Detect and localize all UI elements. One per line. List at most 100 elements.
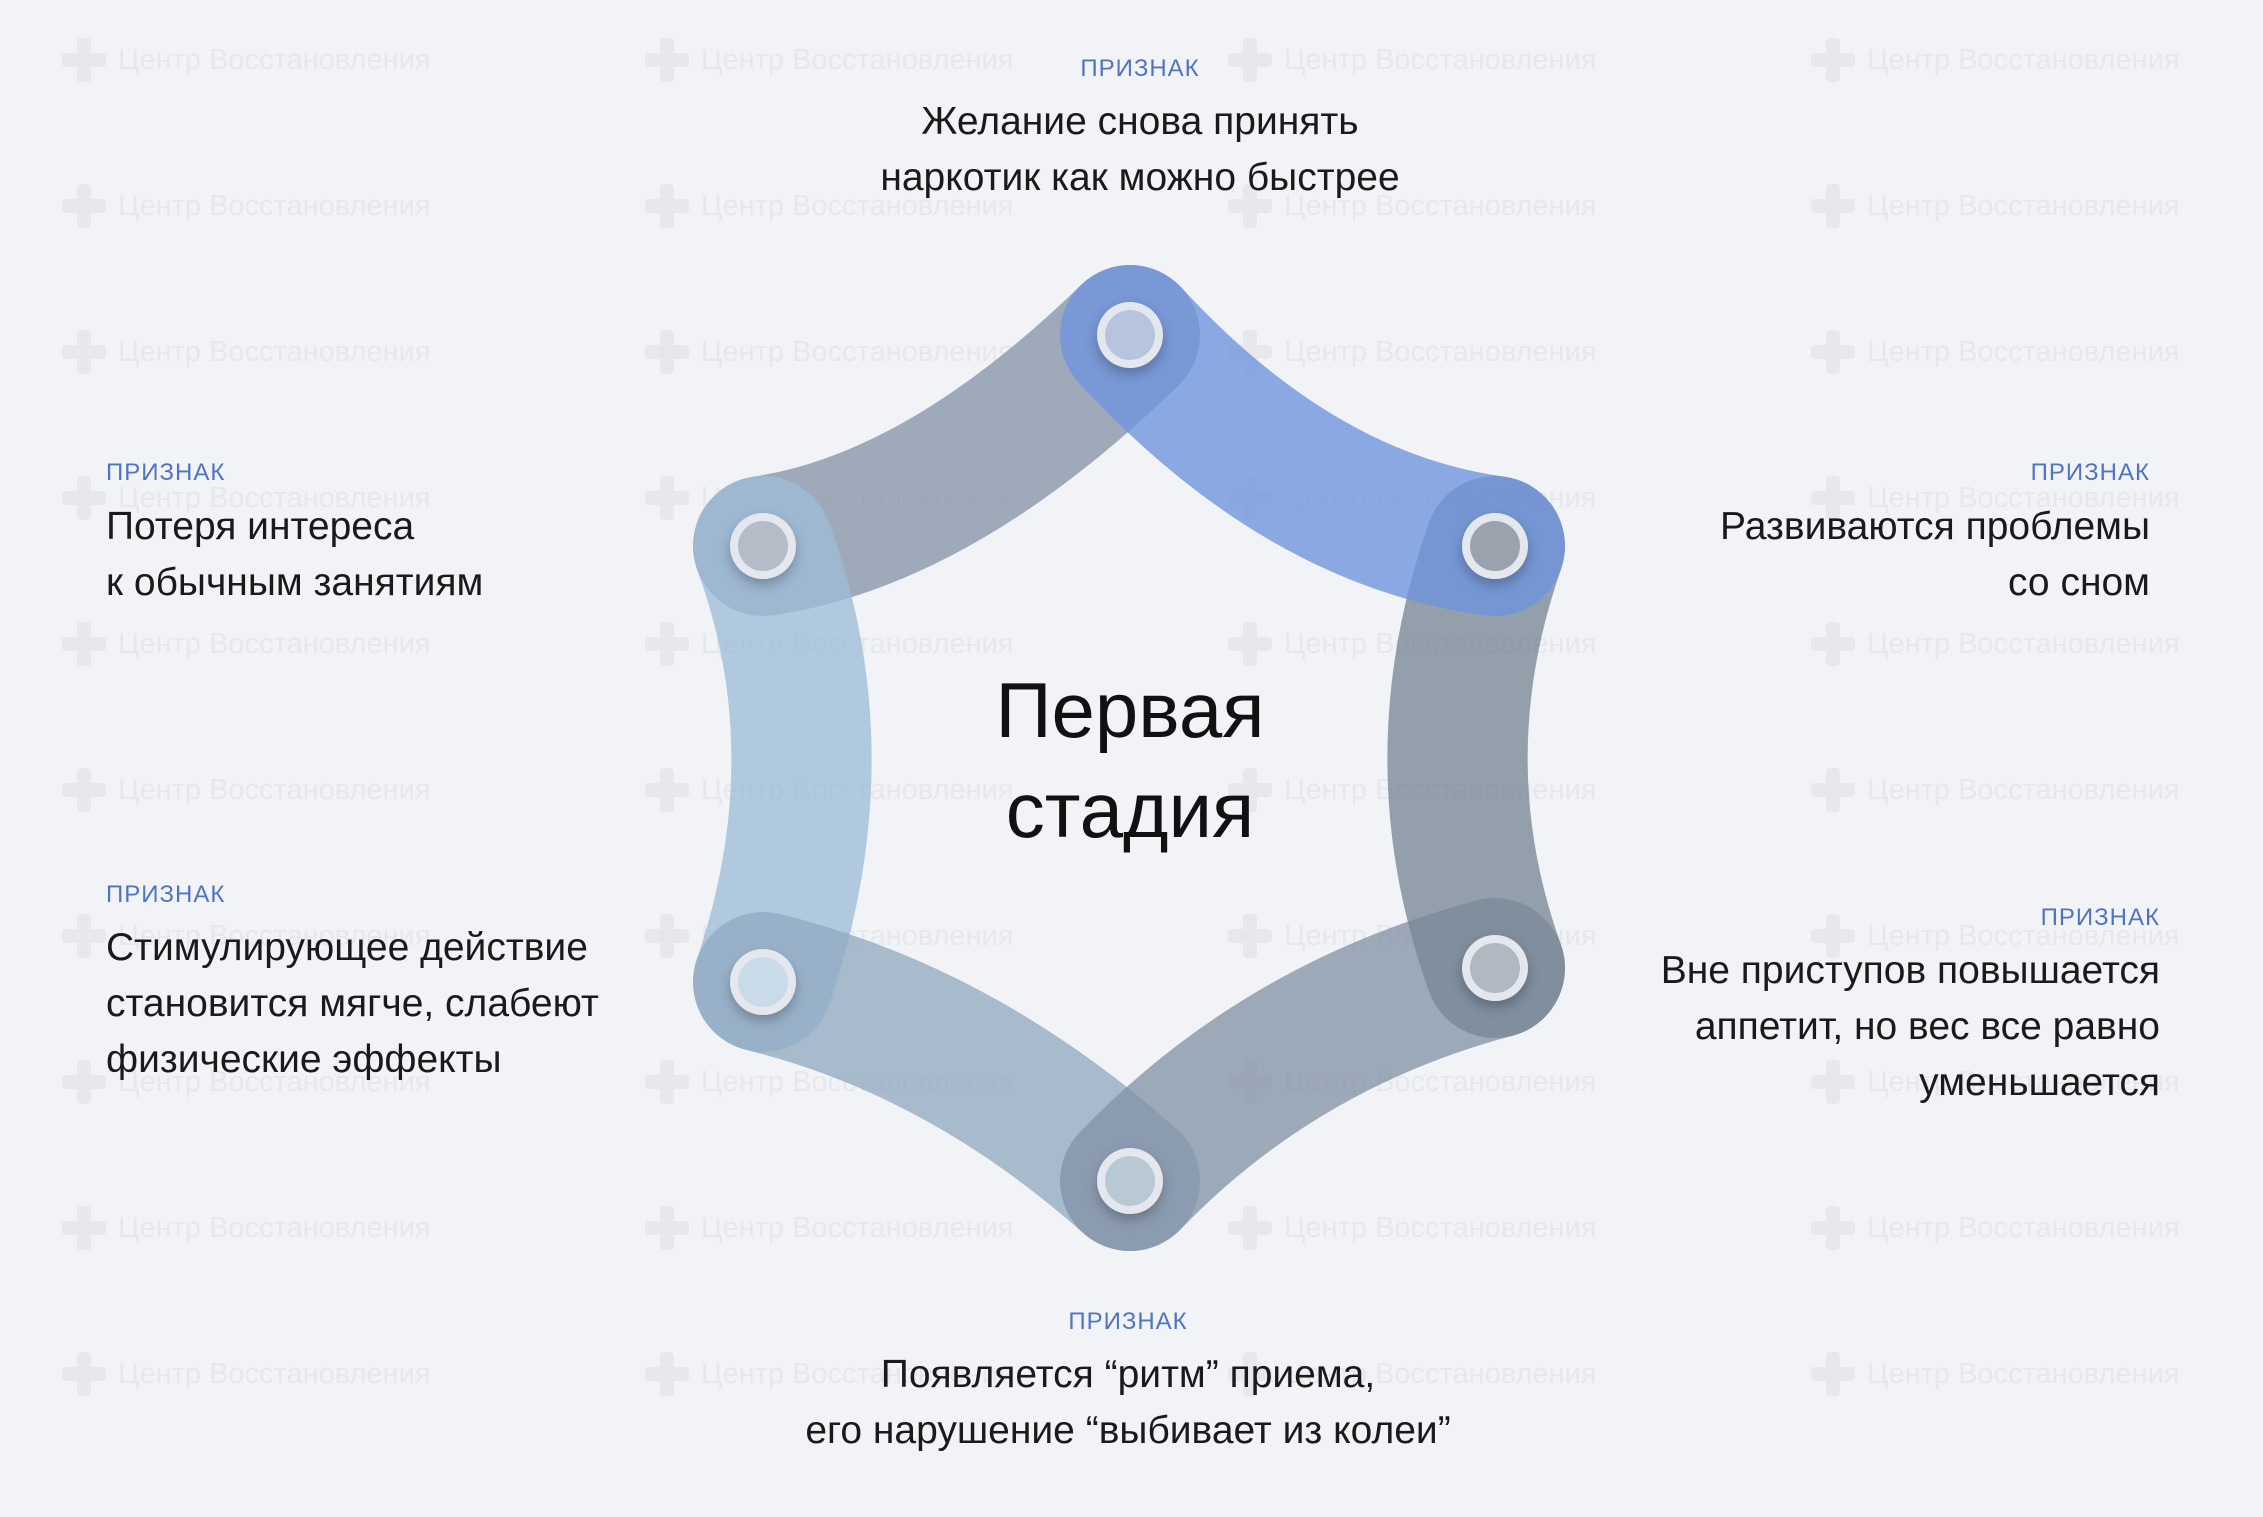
watermark: Центр Восстановления	[62, 1206, 430, 1250]
cross-logo-icon	[62, 622, 106, 666]
sign-upper-left-text: Потеря интереса к обычным занятиям	[106, 505, 484, 604]
cross-logo-icon	[62, 184, 106, 228]
sign-upper-left-label: ПРИЗНАК	[106, 459, 226, 486]
watermark: Центр Восстановления	[645, 184, 1013, 228]
watermark-text: Центр Восстановления	[118, 773, 431, 806]
watermark: Центр Восстановления	[62, 1352, 430, 1396]
cross-logo-icon	[1811, 768, 1855, 812]
ring-nodes	[730, 302, 1528, 1214]
cross-logo-icon	[1811, 330, 1855, 374]
cross-logo-icon	[1811, 1060, 1855, 1104]
sign-top-label: ПРИЗНАК	[1080, 55, 1200, 82]
watermark: Центр Восстановления	[62, 622, 430, 666]
watermark-text: Центр Восстановления	[701, 1357, 1014, 1390]
watermark-text: Центр Восстановления	[118, 627, 431, 660]
sign-upper-right-label: ПРИЗНАК	[2030, 459, 2150, 486]
node-upper-left	[730, 513, 796, 579]
sign-lower-right-label: ПРИЗНАК	[2040, 904, 2160, 931]
watermark: Центр Восстановления	[62, 1060, 430, 1104]
watermark: Центр Восстановления	[62, 914, 430, 958]
watermark-text: Центр Восстановления	[1284, 335, 1597, 368]
sign-lower-left-label: ПРИЗНАК	[106, 881, 226, 908]
watermark: Центр Восстановления	[1228, 184, 1596, 228]
watermark-text: Центр Восстановления	[701, 43, 1014, 76]
watermark-text: Центр Восстановления	[118, 1065, 431, 1098]
cross-logo-icon	[62, 476, 106, 520]
cross-logo-icon	[645, 768, 689, 812]
watermark-text: Центр Восстановления	[1284, 1357, 1597, 1390]
node-lower-right	[1462, 935, 1528, 1001]
watermark-text: Центр Восстановления	[1284, 43, 1597, 76]
cross-logo-icon	[1228, 768, 1272, 812]
watermark: Центр Восстановления	[1811, 622, 2179, 666]
cross-logo-icon	[62, 1352, 106, 1396]
sign-lower-left-text: Стимулирующее действие становится мягче,…	[106, 926, 599, 1081]
watermark: Центр Восстановления	[62, 330, 430, 374]
watermark: Центр Восстановления	[645, 38, 1013, 82]
center-title-line1: Первая	[995, 666, 1265, 754]
watermark: Центр Восстановления	[1811, 1352, 2179, 1396]
cross-logo-icon	[62, 330, 106, 374]
watermark-text: Центр Восстановления	[118, 43, 431, 76]
watermark-text: Центр Восстановления	[1867, 481, 2180, 514]
watermark-text: Центр Восстановления	[118, 1211, 431, 1244]
watermark: Центр Восстановления	[1811, 330, 2179, 374]
node-lower-left	[730, 949, 796, 1015]
watermark: Центр Восстановления	[645, 330, 1013, 374]
cross-logo-icon	[645, 1060, 689, 1104]
cross-logo-icon	[1228, 914, 1272, 958]
cross-logo-icon	[1811, 1206, 1855, 1250]
watermark-text: Центр Восстановления	[1284, 189, 1597, 222]
watermark: Центр Восстановления	[1811, 768, 2179, 812]
cross-logo-icon	[62, 914, 106, 958]
cross-logo-icon	[645, 476, 689, 520]
sign-lower-right-text: Вне приступов повышается аппетит, но вес…	[1660, 949, 2160, 1104]
sign-bottom-label: ПРИЗНАК	[1068, 1308, 1188, 1335]
watermark: Центр Восстановления	[1811, 38, 2179, 82]
node-top	[1097, 302, 1163, 368]
watermark-text: Центр Восстановления	[1867, 189, 2180, 222]
watermark-text: Центр Восстановления	[1867, 627, 2180, 660]
cross-logo-icon	[62, 1206, 106, 1250]
cross-logo-icon	[645, 330, 689, 374]
watermark: Центр Восстановления	[645, 1206, 1013, 1250]
watermark: Центр Восстановления	[1811, 184, 2179, 228]
segment-top-right	[1060, 265, 1565, 616]
watermark: Центр Восстановления	[62, 476, 430, 520]
watermark-text: Центр Восстановления	[701, 1211, 1014, 1244]
watermark: Центр Восстановления	[1228, 1206, 1596, 1250]
cross-logo-icon	[645, 184, 689, 228]
cross-logo-icon	[62, 38, 106, 82]
sign-bottom-text: Появляется “ритм” приема, его нарушение …	[805, 1353, 1451, 1452]
cross-logo-icon	[1811, 476, 1855, 520]
watermark: Центр Восстановления	[1811, 914, 2179, 958]
center-title-line2: стадия	[1005, 766, 1255, 854]
watermark: Центр Восстановления	[62, 768, 430, 812]
watermark-text: Центр Восстановления	[1867, 43, 2180, 76]
cross-logo-icon	[1811, 914, 1855, 958]
cross-logo-icon	[1228, 38, 1272, 82]
watermark-text: Центр Восстановления	[1867, 335, 2180, 368]
cross-logo-icon	[645, 622, 689, 666]
center-title: Первая стадия	[880, 660, 1380, 860]
watermark-text: Центр Восстановления	[1284, 1211, 1597, 1244]
cross-logo-icon	[645, 1206, 689, 1250]
watermark-text: Центр Восстановления	[118, 481, 431, 514]
watermark-text: Центр Восстановления	[1867, 773, 2180, 806]
watermark-text: Центр Восстановления	[1867, 1357, 2180, 1390]
node-bottom	[1097, 1148, 1163, 1214]
watermark: Центр Восстановления	[1228, 1352, 1596, 1396]
watermark-text: Центр Восстановления	[118, 919, 431, 952]
node-upper-right	[1462, 513, 1528, 579]
watermark-text: Центр Восстановления	[1867, 1065, 2180, 1098]
cross-logo-icon	[645, 914, 689, 958]
watermark: Центр Восстановления	[62, 184, 430, 228]
watermark-text: Центр Восстановления	[1867, 919, 2180, 952]
cross-logo-icon	[1811, 38, 1855, 82]
watermark: Центр Восстановления	[1811, 476, 2179, 520]
cross-logo-icon	[62, 1060, 106, 1104]
watermark: Центр Восстановления	[1811, 1060, 2179, 1104]
watermark-text: Центр Восстановления	[701, 189, 1014, 222]
watermark: Центр Восстановления	[645, 1352, 1013, 1396]
watermark: Центр Восстановления	[62, 38, 430, 82]
